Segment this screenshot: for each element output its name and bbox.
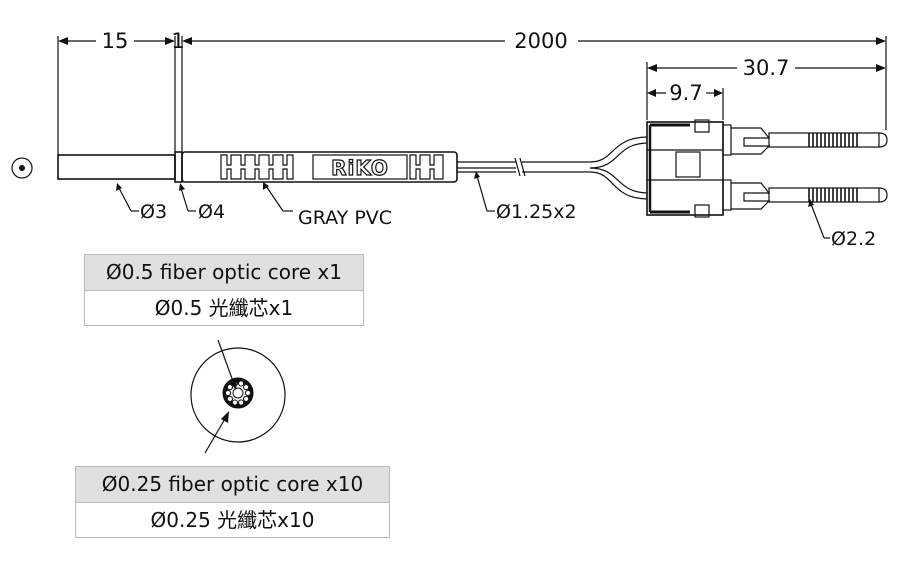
- dim-30-7: 30.7: [647, 56, 886, 80]
- extension-lines: [57, 36, 887, 155]
- outer-core-table: Ø0.5 fiber optic core x1 Ø0.5 光纖芯x1: [84, 254, 364, 326]
- connector: [646, 119, 888, 218]
- sub-core: [231, 399, 239, 406]
- sub-core: [226, 395, 234, 402]
- sub-core: [242, 395, 250, 402]
- dim-connector-length: 30.7: [743, 56, 790, 80]
- inner-core-en: Ø0.25 fiber optic core x10: [76, 467, 389, 503]
- sub-core: [224, 389, 232, 397]
- collar-diameter-label: Ø4: [198, 201, 225, 223]
- inner-core-table: Ø0.25 fiber optic core x10 Ø0.25 光纖芯x10: [75, 466, 390, 538]
- sub-core: [242, 384, 250, 391]
- dim-connector-body: 9.7: [669, 81, 702, 105]
- sub-core: [226, 384, 234, 391]
- pin-diameter-label: Ø2.2: [831, 228, 876, 250]
- dim-1: 1: [171, 29, 184, 53]
- cable: [457, 136, 648, 200]
- sub-core: [237, 380, 245, 387]
- collar: [174, 151, 183, 183]
- dim-tip-length: 15: [102, 29, 129, 53]
- leaders: [116, 171, 830, 239]
- dim-cable-length: 2000: [514, 29, 567, 53]
- dim-2000: 2000: [182, 29, 886, 53]
- outer-core-en: Ø0.5 fiber optic core x1: [85, 255, 363, 291]
- dim-collar-length: 1: [171, 29, 184, 53]
- sheath-material-label: GRAY PVC: [298, 207, 392, 229]
- dim-15: 15: [58, 29, 175, 53]
- outer-core-zh: Ø0.5 光纖芯x1: [85, 291, 363, 325]
- brand-logo: RiKO: [331, 156, 389, 180]
- sensor-tip: [57, 154, 176, 180]
- end-view-symbol: [11, 157, 33, 179]
- tip-diameter-label: Ø3: [140, 201, 167, 223]
- cable-diameter-label: Ø1.25x2: [496, 201, 577, 223]
- sub-core: [237, 399, 245, 406]
- gray-pvc-sleeve: RiKO: [181, 151, 458, 183]
- inner-core-zh: Ø0.25 光纖芯x10: [76, 503, 389, 537]
- dim-9-7: 9.7: [647, 81, 723, 105]
- cable-cross-section: [190, 339, 286, 454]
- sub-core: [244, 389, 252, 397]
